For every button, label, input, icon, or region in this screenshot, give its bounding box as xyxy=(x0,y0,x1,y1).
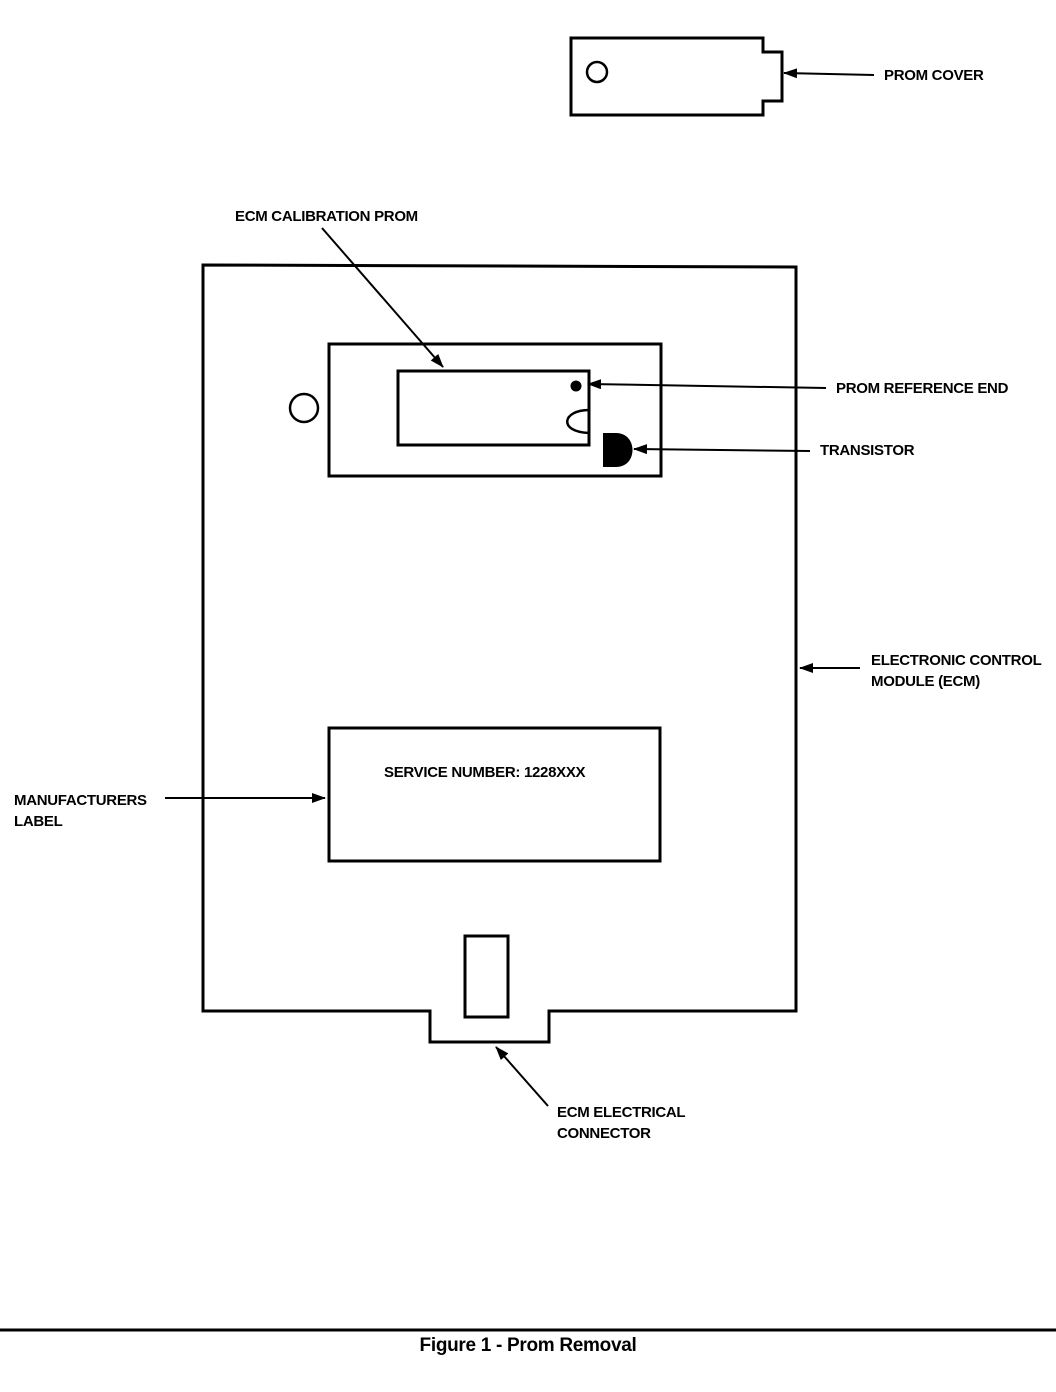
ecm-module-label: ELECTRONIC CONTROL MODULE (ECM) xyxy=(871,650,1042,692)
ecm-calibration-prom-arrow xyxy=(321,227,444,368)
ecm-module-label-line2: MODULE (ECM) xyxy=(871,673,980,690)
ecm-module-label-line1: ELECTRONIC CONTROL xyxy=(871,652,1042,669)
calibration-prom-chip xyxy=(396,369,591,447)
prom-cover-outline xyxy=(569,36,784,117)
prom-cover-hole xyxy=(585,60,609,84)
manufacturers-label-line2: LABEL xyxy=(14,813,63,830)
transistor-label: TRANSISTOR xyxy=(820,442,915,459)
mounting-hole xyxy=(288,392,320,424)
ecm-connector-label-line1: ECM ELECTRICAL xyxy=(557,1104,686,1121)
transistor-symbol xyxy=(603,433,633,467)
manufacturers-label-line1: MANUFACTURERS xyxy=(14,792,147,809)
service-number-text: SERVICE NUMBER: 1228XXX xyxy=(384,764,586,781)
prom-cover-label: PROM COVER xyxy=(884,67,984,84)
transistor-arrow xyxy=(633,444,811,455)
ecm-calibration-prom-label: ECM CALIBRATION PROM xyxy=(235,208,418,225)
connector-arrow xyxy=(495,1046,549,1107)
ecm-connector-label: ECM ELECTRICAL CONNECTOR xyxy=(557,1102,686,1144)
prom-reference-end-label: PROM REFERENCE END xyxy=(836,380,1009,397)
electrical-connector xyxy=(463,934,510,1019)
ecm-connector-label-line2: CONNECTOR xyxy=(557,1125,651,1142)
ecm-housing-outline xyxy=(201,263,798,1044)
prom-compartment xyxy=(327,342,663,478)
manufacturers-label-callout: MANUFACTURERS LABEL xyxy=(14,790,147,832)
manufacturers-label-box xyxy=(327,726,662,863)
prom-reference-dot xyxy=(570,380,582,392)
prom-reference-notch xyxy=(566,408,590,435)
prom-reference-end-arrow xyxy=(587,379,827,390)
prom-cover-arrow xyxy=(783,68,875,79)
figure-caption: Figure 1 - Prom Removal xyxy=(419,1335,637,1356)
